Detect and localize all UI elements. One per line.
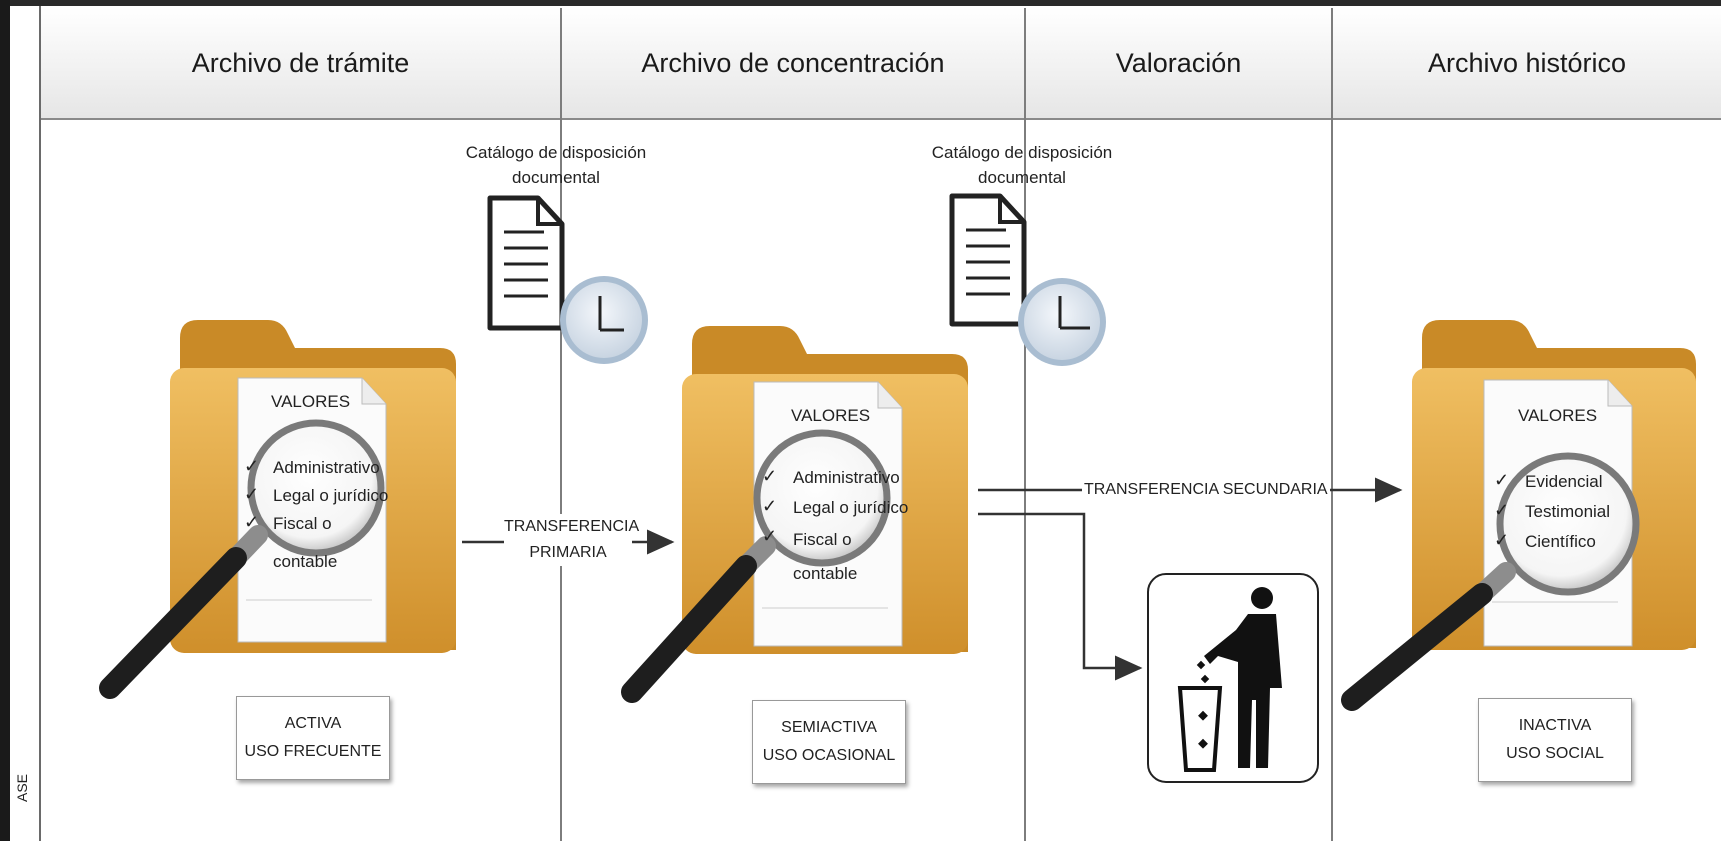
catalog-label-line: documental xyxy=(978,168,1066,187)
stage-line: USO SOCIAL xyxy=(1506,745,1604,762)
value-item: Administrativo xyxy=(793,468,900,487)
left-border xyxy=(0,0,10,841)
stage-line: INACTIVA xyxy=(1518,717,1592,734)
check-icon: ✓ xyxy=(244,456,260,476)
check-icon: ✓ xyxy=(1494,500,1510,520)
stage-box-inactiva: INACTIVA USO SOCIAL xyxy=(1478,698,1632,782)
header-archivo-historico: Archivo histórico xyxy=(1333,8,1721,120)
folder-icon xyxy=(99,320,456,699)
clock-icon xyxy=(560,276,648,364)
check-icon: ✓ xyxy=(762,496,778,516)
values-title: VALORES xyxy=(271,392,351,411)
value-item: Evidencial xyxy=(1525,472,1603,491)
arrow-to-disposal xyxy=(978,512,1143,681)
check-icon: ✓ xyxy=(1494,530,1510,550)
check-icon: ✓ xyxy=(244,512,260,532)
stage-line: USO FRECUENTE xyxy=(244,743,382,760)
value-item: Legal o jurídico xyxy=(273,486,389,505)
document-icon xyxy=(487,195,565,331)
trash-disposal-icon xyxy=(1147,573,1319,783)
label-transferencia-primaria: TRANSFERENCIA PRIMARIA xyxy=(504,514,640,566)
stage-box-semiactiva: SEMIACTIVA USO OCASIONAL xyxy=(752,700,906,784)
value-item: Fiscal o xyxy=(793,530,852,549)
folder-icon xyxy=(621,326,968,703)
header-valoracion: Valoración xyxy=(1026,8,1331,120)
values-title: VALORES xyxy=(791,406,871,425)
top-border xyxy=(10,0,1721,6)
stage-line: SEMIACTIVA xyxy=(781,719,877,736)
value-item: contable xyxy=(793,564,858,583)
stage-line: USO OCASIONAL xyxy=(762,747,896,764)
header-archivo-tramite: Archivo de trámite xyxy=(41,8,560,120)
check-icon: ✓ xyxy=(762,466,778,486)
values-title: VALORES xyxy=(1518,406,1598,425)
value-item: contable xyxy=(273,552,338,571)
catalog-label-line: Catálogo de disposición xyxy=(465,143,647,162)
catalog-label-line: documental xyxy=(512,168,600,187)
check-icon: ✓ xyxy=(1494,470,1510,490)
catalog-label-line: Catálogo de disposición xyxy=(931,143,1113,162)
check-icon: ✓ xyxy=(244,484,260,504)
arrow-label-line: TRANSFERENCIA xyxy=(504,518,640,535)
value-item: Legal o jurídico xyxy=(793,498,909,517)
catalog-label: Catálogo de disposición documental xyxy=(456,140,656,190)
value-item: Testimonial xyxy=(1525,502,1611,521)
value-item: Científico xyxy=(1525,532,1596,551)
column-separator xyxy=(1331,8,1333,841)
label-transferencia-secundaria: TRANSFERENCIA SECUNDARIA xyxy=(1082,477,1330,503)
check-icon: ✓ xyxy=(762,526,778,546)
clock-icon xyxy=(1018,278,1106,366)
catalog-label: Catálogo de disposición documental xyxy=(922,140,1122,190)
document-icon xyxy=(949,193,1027,327)
column-separator xyxy=(560,8,562,841)
column-separator xyxy=(1024,8,1026,841)
arrow-label-line: PRIMARIA xyxy=(529,544,607,561)
value-item: Fiscal o xyxy=(273,514,332,533)
value-item: Administrativo xyxy=(273,458,380,477)
folder-icon xyxy=(1341,320,1696,711)
header-archivo-concentracion: Archivo de concentración xyxy=(562,8,1024,120)
side-column xyxy=(10,6,41,841)
stage-line: ACTIVA xyxy=(284,715,342,732)
stage-box-activa: ACTIVA USO FRECUENTE xyxy=(236,696,390,780)
